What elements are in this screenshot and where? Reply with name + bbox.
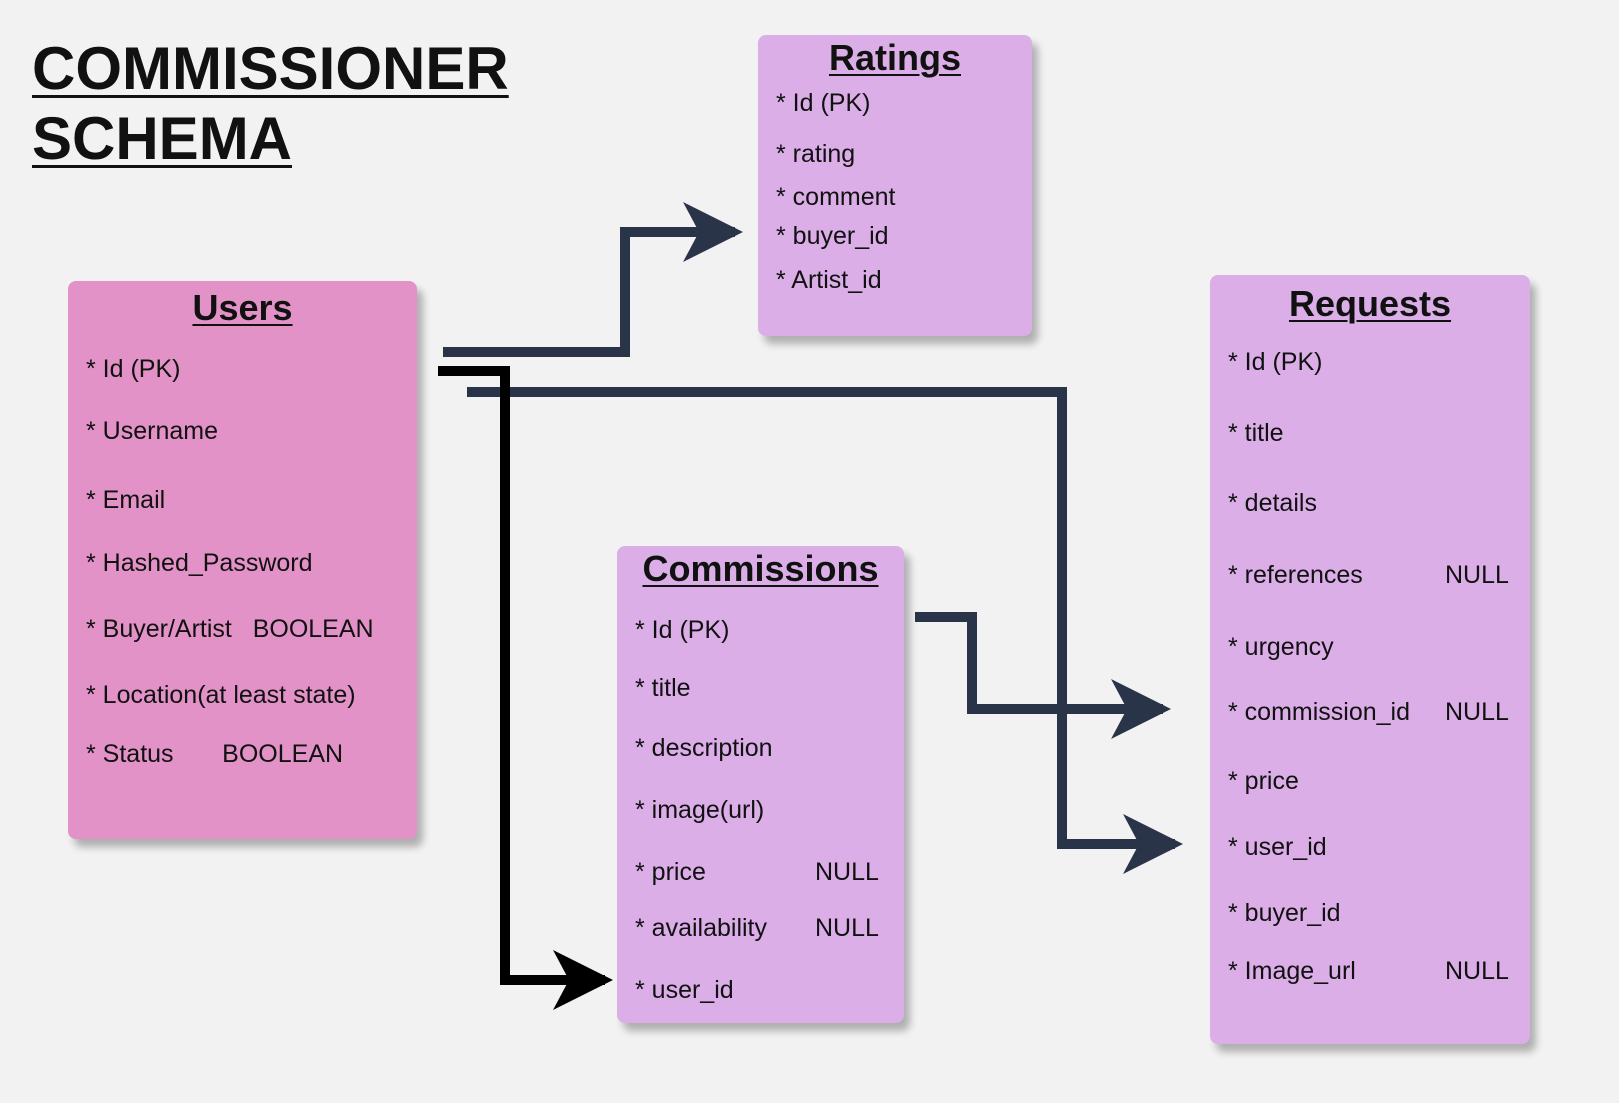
requests-field-id: * Id (PK) <box>1228 348 1323 376</box>
requests-field-commission-id: * commission_id <box>1228 698 1411 726</box>
commissions-table-title: Commissions <box>642 548 879 589</box>
commissions-field-image-url: * image(url) <box>635 796 765 824</box>
requests-commission-id-null: NULL <box>1445 698 1509 726</box>
connector-users-ratings <box>443 202 744 357</box>
users-field-buyer-artist: * Buyer/Artist BOOLEAN <box>86 615 374 643</box>
requests-field-buyer-id: * buyer_id <box>1228 899 1341 927</box>
connector-users-requests <box>467 387 1184 874</box>
commissions-field-availability: * availability <box>635 914 768 942</box>
requests-table-title: Requests <box>1288 283 1452 324</box>
title-line-1: COMMISSIONER <box>32 35 509 102</box>
ratings-table: Ratings * Id (PK) * rating * comment * b… <box>758 35 1032 336</box>
ratings-field-buyer-id: * buyer_id <box>776 222 889 250</box>
users-field-hashed-password: * Hashed_Password <box>86 549 313 577</box>
users-field-email: * Email <box>86 486 166 514</box>
users-field-status: * Status BOOLEAN <box>86 740 344 768</box>
users-table-title: Users <box>192 287 293 328</box>
diagram-title: COMMISSIONER SCHEMA <box>32 34 509 174</box>
commissions-availability-null: NULL <box>815 914 879 942</box>
ratings-field-rating: * rating <box>776 140 856 168</box>
requests-field-urgency: * urgency <box>1228 633 1334 661</box>
title-line-2: SCHEMA <box>32 105 293 172</box>
requests-field-details: * details <box>1228 489 1317 517</box>
requests-field-title: * title <box>1228 419 1284 447</box>
requests-field-image-url: * Image_url <box>1228 957 1356 985</box>
ratings-field-artist-id: * Artist_id <box>776 266 882 294</box>
users-field-username: * Username <box>86 417 218 445</box>
commissions-field-user-id: * user_id <box>635 976 734 1004</box>
commissions-field-id: * Id (PK) <box>635 616 730 644</box>
commissions-field-price: * price <box>635 858 706 886</box>
users-table: Users * Id (PK) * Username * Email * Has… <box>68 281 417 839</box>
requests-references-null: NULL <box>1445 561 1509 589</box>
connector-commissions-requests <box>915 612 1172 739</box>
requests-image-url-null: NULL <box>1445 957 1509 985</box>
requests-field-price: * price <box>1228 767 1299 795</box>
ratings-field-id: * Id (PK) <box>776 89 871 117</box>
users-field-id: * Id (PK) <box>86 355 181 383</box>
connector-users-commissions <box>438 366 614 1010</box>
ratings-field-comment: * comment <box>776 183 896 211</box>
requests-field-references: * references <box>1228 561 1363 589</box>
commissions-table: Commissions * Id (PK) * title * descript… <box>617 546 904 1023</box>
commissions-field-title: * title <box>635 674 691 702</box>
commissions-field-description: * description <box>635 734 773 762</box>
users-field-location: * Location(at least state) <box>86 681 356 709</box>
requests-table: Requests * Id (PK) * title * details * r… <box>1210 275 1530 1044</box>
requests-field-user-id: * user_id <box>1228 833 1327 861</box>
ratings-table-title: Ratings <box>828 37 961 78</box>
commissions-price-null: NULL <box>815 858 879 886</box>
